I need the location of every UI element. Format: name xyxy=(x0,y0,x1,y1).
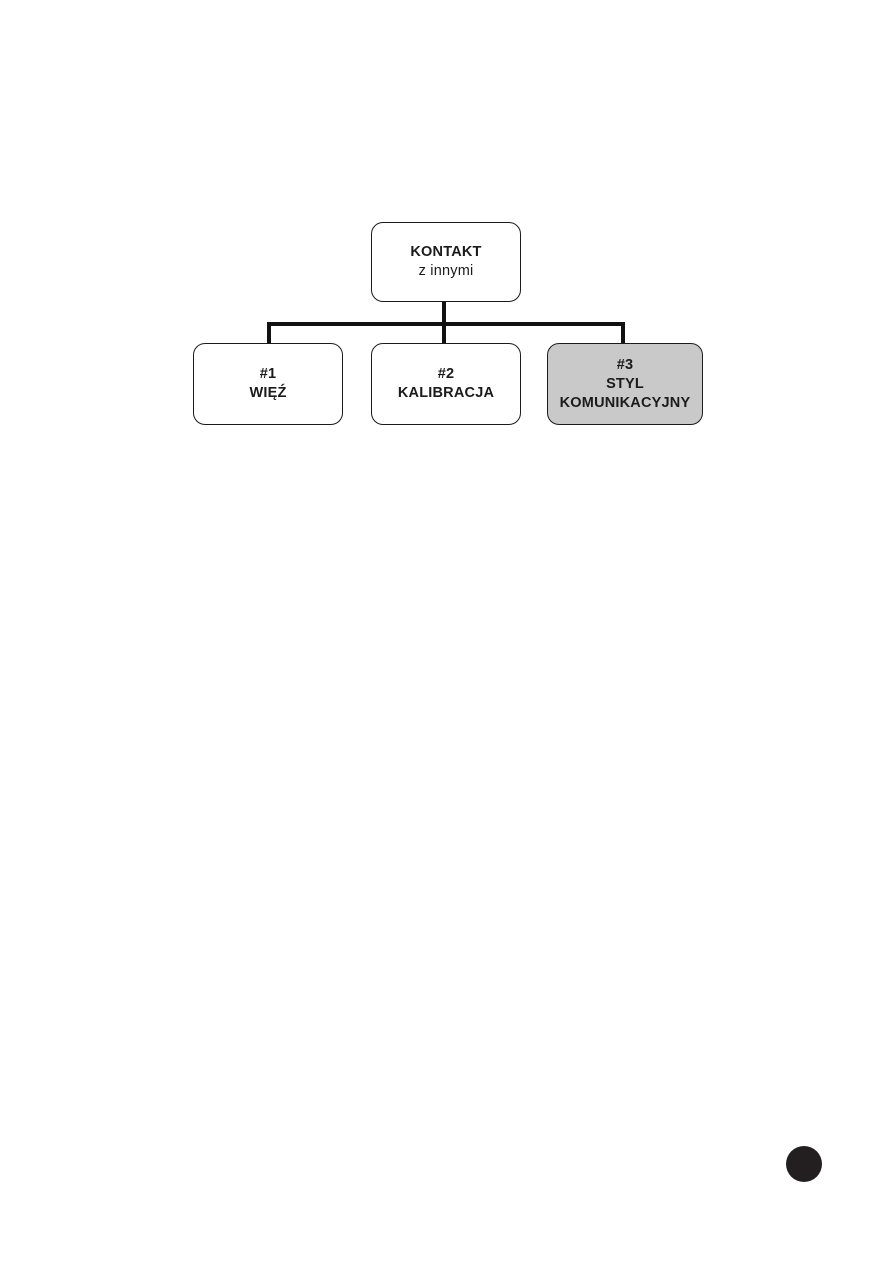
node-kalibracja-number: #2 xyxy=(437,366,455,382)
node-wiez-label: WIĘŹ xyxy=(249,385,287,401)
node-wiez-number: #1 xyxy=(259,366,277,382)
node-kontakt-title: KONTAKT xyxy=(410,244,482,260)
node-kalibracja: #2 KALIBRACJA xyxy=(371,343,521,425)
node-kontakt: KONTAKT z innymi xyxy=(371,222,521,302)
page-marker-circle-icon xyxy=(786,1146,822,1182)
connector-horizontal-bar xyxy=(267,322,625,326)
node-styl-komunikacyjny: #3 STYL KOMUNIKACYJNY xyxy=(547,343,703,425)
connector-drop-1 xyxy=(267,322,271,344)
connector-drop-3 xyxy=(621,322,625,344)
node-kontakt-subtitle: z innymi xyxy=(418,263,474,279)
node-styl-label-line2: KOMUNIKACYJNY xyxy=(559,394,691,411)
node-wiez: #1 WIĘŹ xyxy=(193,343,343,425)
node-styl-number: #3 xyxy=(616,356,634,373)
node-styl-label-line1: STYL xyxy=(606,375,644,392)
node-kalibracja-label: KALIBRACJA xyxy=(397,385,495,401)
